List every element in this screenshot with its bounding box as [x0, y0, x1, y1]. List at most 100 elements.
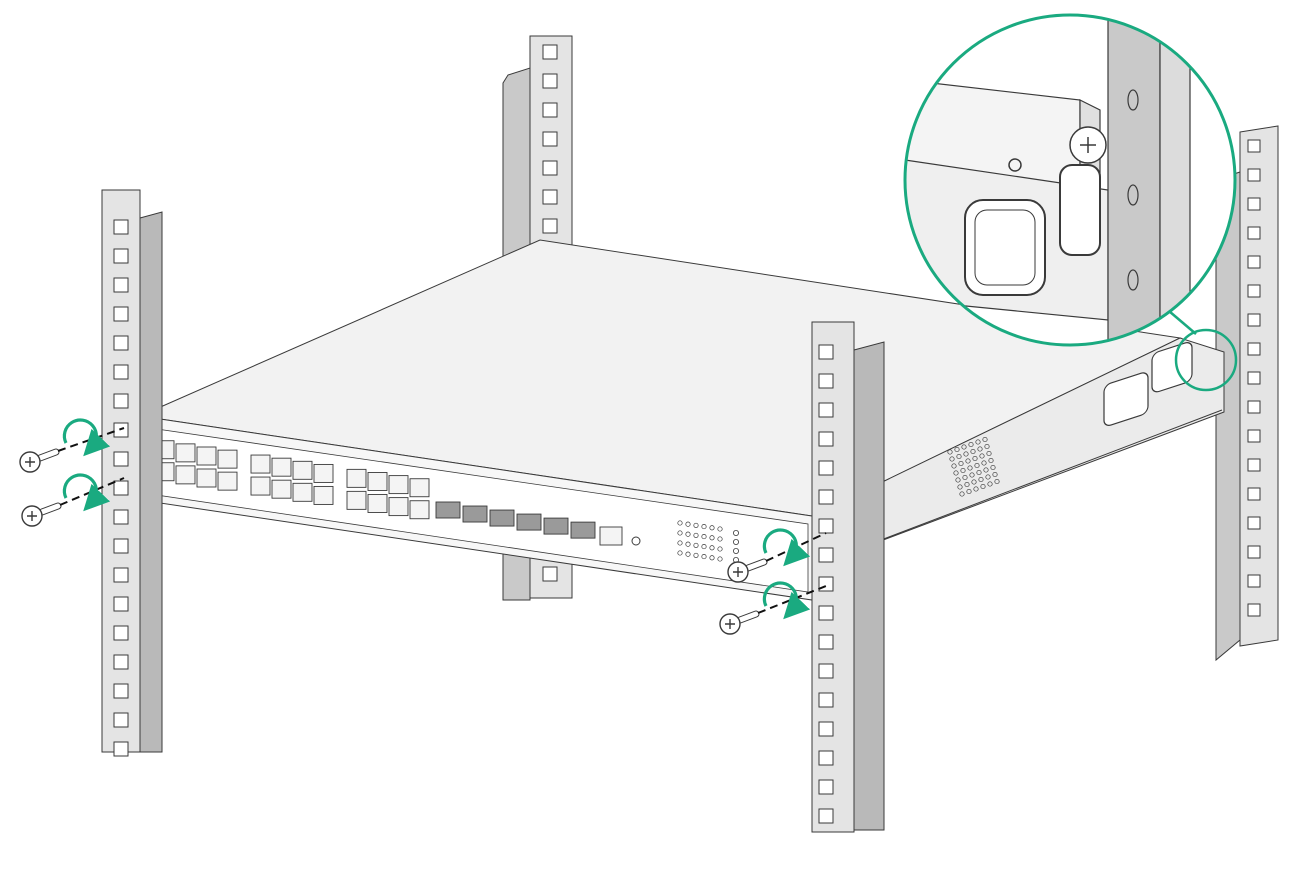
vent-hole [947, 449, 953, 455]
rail-hole [1247, 545, 1261, 559]
rail-hole [542, 131, 558, 147]
status-led [701, 554, 707, 560]
front-rack-rail-right [811, 321, 885, 833]
rail-hole [1247, 603, 1261, 617]
rail-hole [113, 596, 129, 612]
status-led [677, 550, 683, 556]
rail-hole [818, 750, 834, 766]
screw-shaft-fill [745, 559, 767, 571]
rail-hole [542, 189, 558, 205]
side-handle-cutouts [1103, 341, 1193, 427]
rail-hole [542, 160, 558, 176]
rail-hole [818, 808, 834, 824]
rail-hole [1247, 313, 1261, 327]
rail-square-holes [113, 219, 129, 757]
rail-hole [113, 480, 129, 496]
side-vent-grid [947, 436, 1000, 497]
vent-hole [978, 476, 984, 483]
rail-square-holes [818, 344, 834, 824]
rail-hole [1247, 371, 1261, 385]
rail-hole [818, 518, 834, 534]
status-led [693, 522, 699, 528]
rj45-port [409, 478, 430, 498]
vent-hole [982, 436, 988, 443]
status-led [685, 521, 691, 527]
vent-hole [964, 481, 970, 488]
rail-hole [1247, 255, 1261, 269]
status-led [685, 541, 691, 547]
rail-hole [113, 538, 129, 554]
vent-hole [967, 465, 973, 471]
vent-hole [985, 474, 991, 480]
status-led [693, 542, 699, 548]
vent-hole [973, 486, 979, 492]
vent-hole [990, 464, 996, 471]
rail-hole [1247, 168, 1261, 182]
vent-hole [984, 443, 990, 450]
rail-hole [818, 663, 834, 679]
sfp-port [462, 505, 488, 523]
vent-hole [951, 463, 957, 469]
vent-hole [949, 456, 955, 462]
mode-button [631, 536, 641, 546]
rail-hole [113, 625, 129, 641]
guide-line [57, 427, 125, 452]
system-led [733, 548, 740, 555]
rail-hole [1247, 574, 1261, 588]
status-led [701, 524, 707, 530]
rotation-arrow [62, 473, 111, 512]
rail-hole [1247, 400, 1261, 414]
rail-hole [818, 373, 834, 389]
system-led [733, 530, 740, 537]
rj45-port [409, 500, 430, 520]
rail-hole [542, 73, 558, 89]
rail-hole [818, 721, 834, 737]
rail-hole [1247, 197, 1261, 211]
rj45-port [271, 479, 292, 499]
status-led-array [677, 520, 740, 564]
vent-hole [961, 444, 967, 450]
rj45-port [292, 482, 313, 502]
rj45-port [313, 463, 334, 483]
rj45-port [217, 449, 238, 469]
vent-hole [965, 458, 971, 464]
status-led [677, 540, 683, 546]
rail-hole [1247, 342, 1261, 356]
rail-hole [818, 344, 834, 360]
status-led [717, 536, 723, 542]
rail-hole [818, 547, 834, 563]
rj45-port [388, 475, 409, 495]
rj45-port [196, 446, 217, 466]
rj45-port [196, 468, 217, 488]
rear-rack-rail-right [1215, 125, 1279, 662]
rail-hole [113, 451, 129, 467]
rj45-port [250, 454, 271, 474]
status-led [693, 532, 699, 538]
status-led [709, 525, 715, 531]
rj45-port [175, 443, 196, 463]
rail-hole [113, 712, 129, 728]
vent-hole [988, 457, 994, 464]
rail-square-holes [1247, 139, 1261, 617]
vent-hole [968, 441, 974, 448]
rail-hole [1247, 139, 1261, 153]
rail-hole [1247, 226, 1261, 240]
status-led [701, 544, 707, 550]
front-rack-rail-left [101, 189, 163, 757]
vent-hole [955, 477, 961, 483]
rail-hole [542, 102, 558, 118]
rj45-port [367, 494, 388, 513]
status-led [717, 546, 723, 552]
sfp-port [489, 509, 515, 527]
status-led [685, 531, 691, 537]
rj45-port [292, 460, 313, 480]
status-led [709, 555, 715, 561]
rj45-port [217, 471, 238, 491]
vent-hole [956, 453, 962, 460]
rail-hole [818, 779, 834, 795]
rail-hole [113, 364, 129, 380]
guide-line [59, 477, 125, 506]
rail-hole [113, 654, 129, 670]
